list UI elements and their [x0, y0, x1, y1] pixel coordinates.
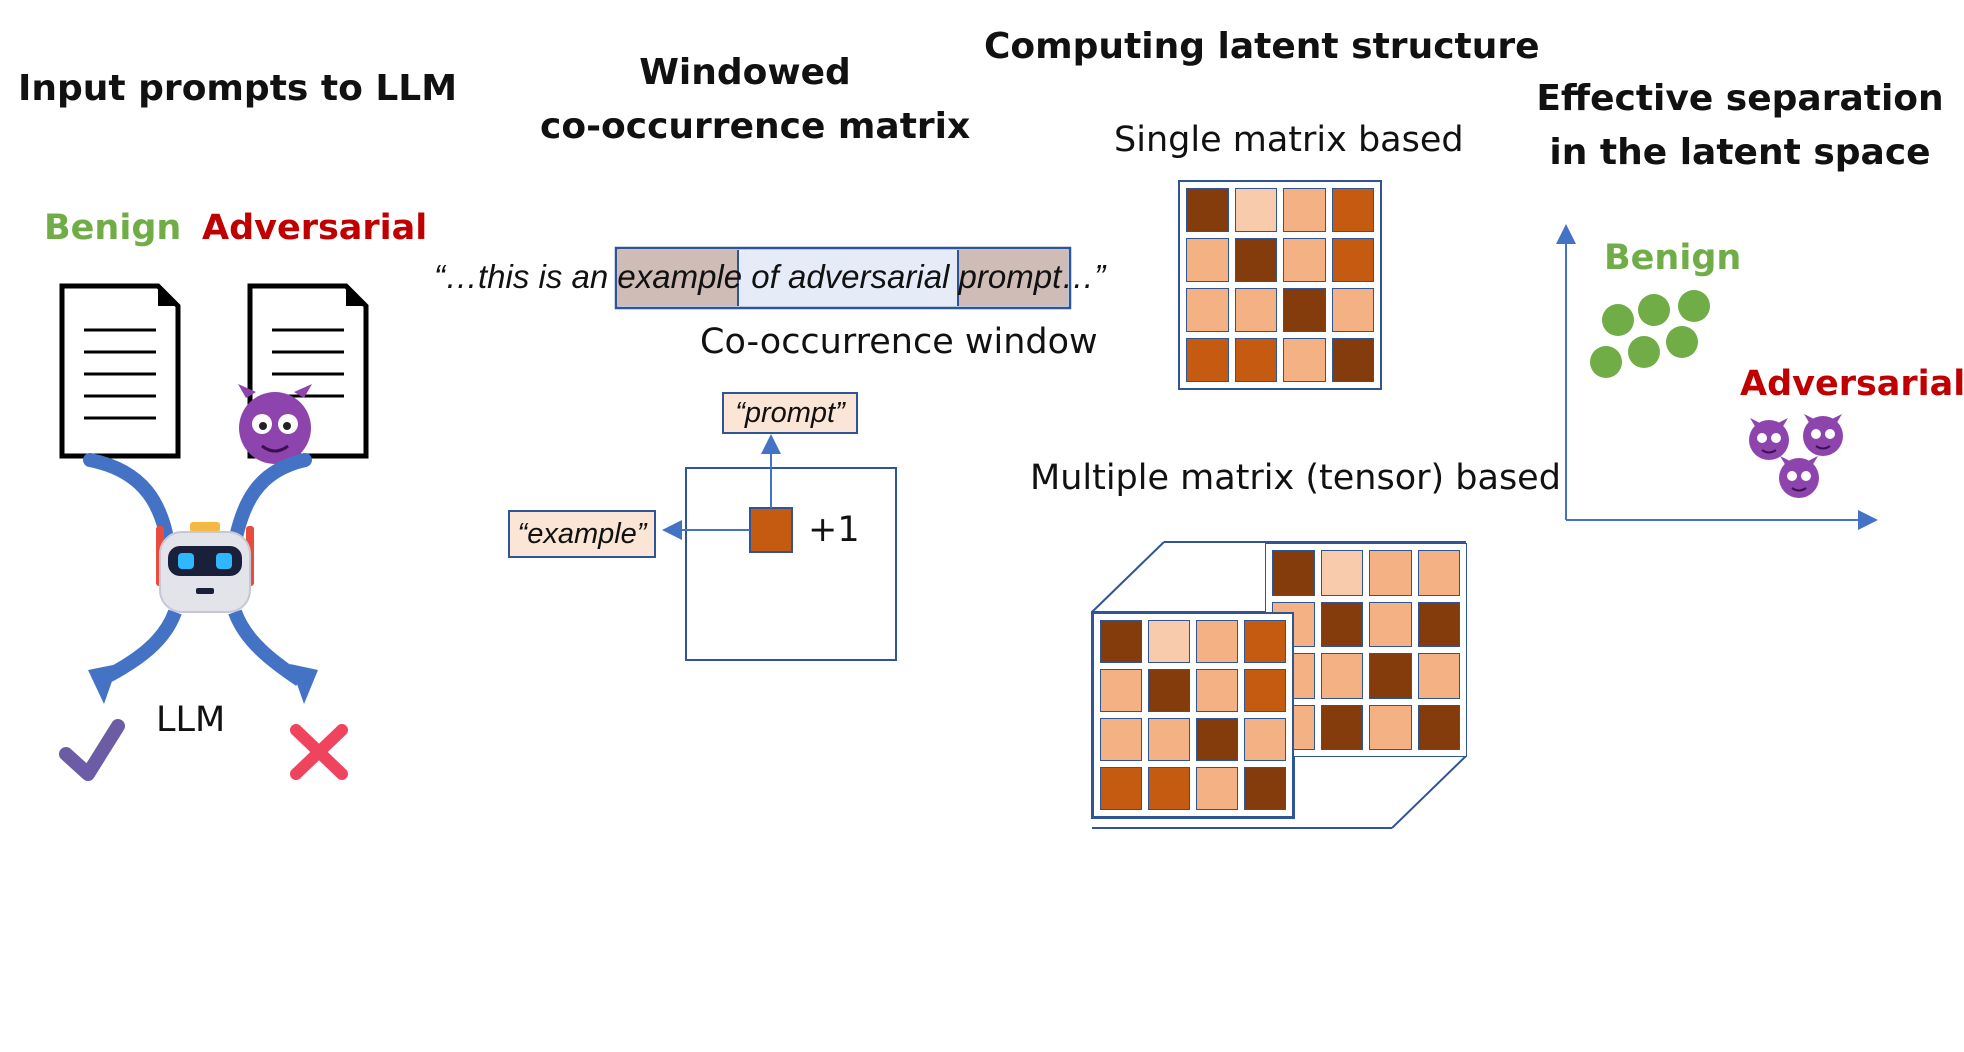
- matrix-cell: [1196, 718, 1238, 761]
- panel3-heading: Computing latent structure: [984, 26, 1540, 67]
- matrix-cell: [1234, 288, 1277, 332]
- adversarial-label: Adversarial: [202, 208, 428, 248]
- increment-label: +1: [808, 510, 860, 550]
- window-start-highlight: [618, 250, 738, 306]
- matrix-cell: [1100, 669, 1142, 712]
- matrix-cell: [1196, 767, 1238, 810]
- matrix-cell: [1331, 288, 1374, 332]
- llm-label: LLM: [156, 700, 226, 740]
- devil-icon: [1779, 456, 1819, 498]
- matrix-cell: [1100, 767, 1142, 810]
- matrix-cell: [1100, 620, 1142, 663]
- window-end-highlight: [958, 250, 1068, 306]
- adversarial-output-arrowhead: [290, 664, 318, 704]
- matrix-cell: [1320, 601, 1363, 647]
- benign-point: [1666, 326, 1698, 358]
- benign-point: [1638, 294, 1670, 326]
- single-matrix-label: Single matrix based: [1114, 120, 1464, 160]
- panel4-heading-line1: Effective separation: [1536, 78, 1944, 119]
- benign-point: [1628, 336, 1660, 368]
- matrix-cell: [1369, 601, 1412, 647]
- col-token-box: “example”: [508, 510, 656, 558]
- matrix-cell: [1186, 238, 1229, 282]
- benign-point: [1602, 304, 1634, 336]
- matrix-cell: [1320, 653, 1363, 699]
- matrix-cell: [1148, 767, 1190, 810]
- tensor-back-slice: [1266, 544, 1466, 756]
- devil-icon: [1749, 418, 1789, 460]
- matrix-cell: [1272, 550, 1315, 596]
- matrix-cell: [1234, 188, 1277, 232]
- matrix-cell: [1186, 288, 1229, 332]
- matrix-cell: [1331, 338, 1374, 382]
- benign-label: Benign: [44, 208, 182, 248]
- devil-icon: [1803, 414, 1843, 456]
- latent-benign-label: Benign: [1604, 238, 1742, 278]
- panel4-heading-line2: in the latent space: [1549, 132, 1931, 173]
- matrix-cell: [1148, 669, 1190, 712]
- matrix-cell: [1369, 653, 1412, 699]
- matrix-cell: [1320, 550, 1363, 596]
- matrix-cell: [1196, 620, 1238, 663]
- matrix-cell: [1417, 550, 1460, 596]
- tensor-label: Multiple matrix (tensor) based: [1030, 458, 1561, 498]
- matrix-cell: [1148, 620, 1190, 663]
- robot-icon: [156, 522, 254, 613]
- cooccurrence-matrix-frame: [685, 467, 897, 661]
- matrix-cell: [1283, 188, 1326, 232]
- panel1-heading: Input prompts to LLM: [18, 68, 458, 109]
- matrix-cell: [1244, 669, 1286, 712]
- matrix-cell: [1148, 718, 1190, 761]
- matrix-cell: [1196, 669, 1238, 712]
- matrix-cell: [1320, 704, 1363, 750]
- matrix-cell: [1331, 188, 1374, 232]
- matrix-cell: [1186, 188, 1229, 232]
- panel2-heading-line2: co-occurrence matrix: [540, 106, 971, 147]
- example-sentence: “…this is an example of adversarial prom…: [434, 258, 1106, 295]
- matrix-cell: [1234, 338, 1277, 382]
- matrix-cell: [1417, 653, 1460, 699]
- adversarial-output-arrow: [228, 609, 304, 686]
- matrix-cell: [1244, 718, 1286, 761]
- single-matrix: [1178, 180, 1382, 390]
- window-label: Co-occurrence window: [700, 322, 1098, 362]
- benign-document-icon: [59, 283, 181, 459]
- benign-point: [1678, 290, 1710, 322]
- tensor-front-slice: [1092, 612, 1294, 818]
- matrix-cell: [1100, 718, 1142, 761]
- matrix-cell: [1283, 288, 1326, 332]
- adversarial-cluster: [1749, 414, 1843, 498]
- matrix-cell: [1283, 338, 1326, 382]
- cross-icon: [290, 724, 348, 780]
- benign-cluster: [1590, 290, 1710, 378]
- devil-icon: [238, 384, 312, 464]
- matrix-cell: [1283, 238, 1326, 282]
- benign-point: [1590, 346, 1622, 378]
- matrix-cell: [1244, 767, 1286, 810]
- panel2-heading-line1: Windowed: [639, 52, 851, 93]
- matrix-cell: [1186, 338, 1229, 382]
- row-token-box: “prompt”: [722, 392, 858, 434]
- matrix-cell: [1244, 620, 1286, 663]
- matrix-entry-cell: [749, 507, 793, 553]
- latent-adversarial-label: Adversarial: [1740, 364, 1964, 404]
- matrix-cell: [1369, 704, 1412, 750]
- matrix-cell: [1331, 238, 1374, 282]
- matrix-cell: [1417, 601, 1460, 647]
- checkmark-icon: [59, 719, 125, 781]
- matrix-cell: [1369, 550, 1412, 596]
- matrix-cell: [1234, 238, 1277, 282]
- benign-output-arrowhead: [88, 664, 118, 704]
- matrix-cell: [1417, 704, 1460, 750]
